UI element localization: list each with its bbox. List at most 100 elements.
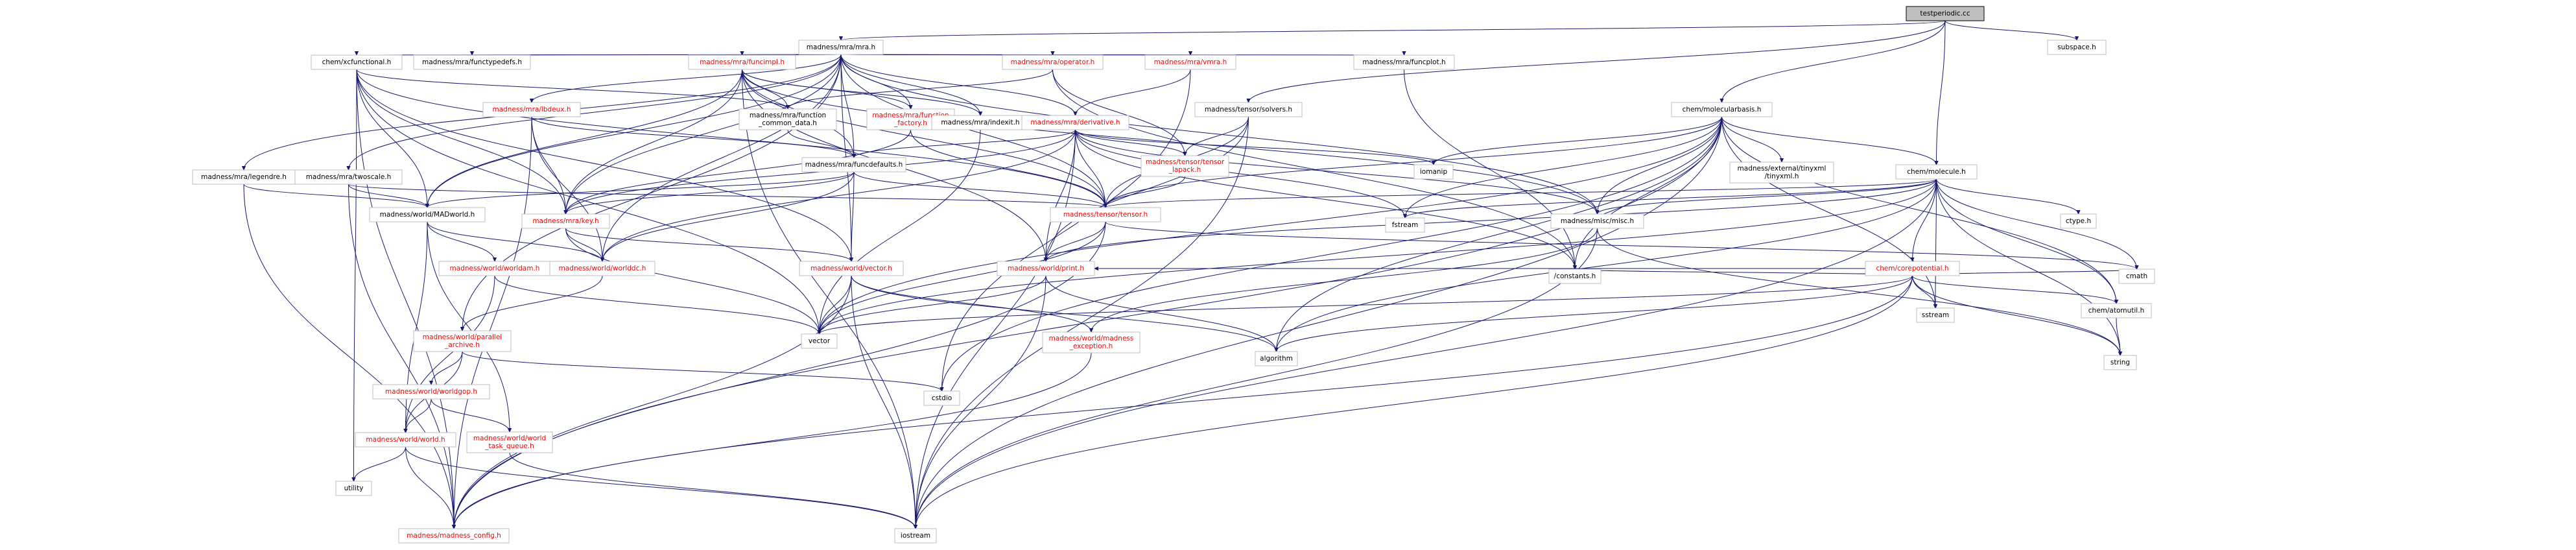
- node-tinyxml[interactable]: madness/external/tinyxml/tinyxml.h: [1729, 161, 1834, 184]
- edge-derivative-to-iostream: [915, 129, 1076, 529]
- edge-molecule-to-string: [1936, 178, 2121, 356]
- node-cstdio[interactable]: cstdio: [923, 390, 960, 406]
- node-functiondata[interactable]: madness/mra/function_common_data.h: [739, 108, 837, 130]
- edge-worldam-to-world: [405, 275, 495, 433]
- node-vector[interactable]: madness/world/vector.h: [799, 261, 904, 276]
- node-algorithm[interactable]: algorithm: [1255, 351, 1298, 366]
- node-box-utility: [335, 481, 372, 496]
- arrowhead-tensor-to-cmath: [2134, 265, 2139, 270]
- node-operator[interactable]: madness/mra/operator.h: [1002, 54, 1104, 70]
- node-indexit[interactable]: madness/mra/indexit.h: [931, 115, 1030, 130]
- node-tensor[interactable]: madness/tensor/tensor.h: [1050, 207, 1161, 222]
- node-box-sstream: [1916, 307, 1955, 323]
- node-world[interactable]: madness/world/world.h: [355, 432, 456, 448]
- edge-tensorlapack-to-tensor: [1105, 176, 1185, 208]
- node-key[interactable]: madness/mra/key.h: [521, 213, 610, 229]
- edge-operator-to-functiondata: [787, 69, 1053, 110]
- node-tensorsolvers[interactable]: madness/tensor/solvers.h: [1194, 102, 1303, 117]
- arrowhead-derivative-to-funcdefaults: [851, 153, 857, 159]
- node-box-functypedefs: [413, 54, 531, 70]
- edge-derivative-to-worlddc: [602, 129, 1076, 262]
- edge-molecularbasis-to-fstream: [1404, 116, 1722, 219]
- arrowhead-vector-to-madexception: [1089, 328, 1094, 333]
- node-label-vmra: madness/mra/vmra.h: [1154, 58, 1227, 66]
- edge-molecule-to-corepotential: [1912, 178, 1937, 262]
- node-twoscale[interactable]: madness/mra/twoscale.h: [294, 169, 403, 185]
- arrowhead-atomutil-to-string: [2118, 351, 2123, 357]
- edge-xcfunc-to-functiondata: [356, 69, 788, 110]
- arrowhead-mra-to-xcfunc: [354, 51, 359, 56]
- node-iostream[interactable]: iostream: [894, 528, 937, 544]
- edge-derivative-to-tensor: [1075, 129, 1106, 208]
- node-fstream[interactable]: fstream: [1385, 217, 1425, 233]
- node-madconfig[interactable]: madness/madness_config.h: [398, 528, 510, 544]
- edge-corepotential-to-iostream: [915, 275, 1913, 529]
- node-mra[interactable]: madness/mra/mra.h: [798, 40, 884, 55]
- edge-atomutil-to-string: [2116, 317, 2121, 356]
- node-madworld[interactable]: madness/world/MADworld.h: [369, 207, 486, 222]
- arrowhead-root-to-mra: [838, 36, 844, 42]
- arrowhead-corepotential-to-print: [1093, 266, 1099, 271]
- edge-derivative-to-fstream: [1075, 129, 1406, 219]
- edge-world-to-madconfig: [405, 446, 455, 529]
- edge-worlddc-to-parallelarchive: [462, 275, 603, 331]
- node-functypedefs[interactable]: madness/mra/functypedefs.h: [413, 54, 531, 70]
- node-iomanip[interactable]: iomanip: [1413, 164, 1454, 180]
- node-constants[interactable]: /constants.h: [1548, 269, 1601, 284]
- node-label-tensorlapack-line2: _lapack.h: [1168, 166, 1201, 174]
- node-lbdeux[interactable]: madness/mra/lbdeux.h: [482, 102, 581, 117]
- edge-mra-to-madworld: [427, 54, 842, 208]
- node-corepotential[interactable]: chem/corepotential.h: [1865, 261, 1960, 276]
- arrowhead-derivative-to-constants: [1572, 265, 1578, 270]
- node-worldam[interactable]: madness/world/worldam.h: [438, 261, 551, 276]
- node-atomutil[interactable]: chem/atomutil.h: [2081, 303, 2152, 318]
- node-box-derivative: [1021, 115, 1129, 130]
- node-print[interactable]: madness/world/print.h: [997, 261, 1095, 276]
- node-ctype[interactable]: ctype.h: [2060, 213, 2097, 229]
- node-utility[interactable]: utility: [335, 481, 372, 496]
- node-parallelarchive[interactable]: madness/world/parallel_archive.h: [413, 330, 512, 352]
- arrowhead-molecule-to-fstream: [1402, 213, 1408, 219]
- node-misc[interactable]: madness/misc/misc.h: [1550, 213, 1644, 229]
- node-box-print: [997, 261, 1095, 276]
- node-label-functionfactory-line1: madness/mra/function: [872, 112, 949, 119]
- node-label-parallelarchive-line2: _archive.h: [444, 341, 480, 349]
- node-label-key: madness/mra/key.h: [532, 217, 598, 225]
- node-xcfunc[interactable]: chem/xcfunctional.h: [311, 54, 403, 70]
- edge-tensorsolvers-to-iostream: [915, 116, 1249, 529]
- node-worldgop[interactable]: madness/world/worldgop.h: [372, 384, 490, 400]
- node-madexception[interactable]: madness/world/madness_exception.h: [1042, 331, 1140, 353]
- node-stdvector[interactable]: vector: [801, 333, 838, 349]
- node-legendre[interactable]: madness/mra/legendre.h: [192, 169, 296, 185]
- node-box-stdvector: [801, 333, 838, 349]
- edge-twoscale-to-tensor: [348, 184, 1106, 208]
- node-funcplot[interactable]: madness/mra/funcplot.h: [1353, 54, 1455, 70]
- node-molecule[interactable]: chem/molecule.h: [1895, 164, 1978, 180]
- node-label-mra: madness/mra/mra.h: [807, 43, 875, 51]
- node-box-molecularbasis: [1671, 102, 1773, 117]
- node-derivative[interactable]: madness/mra/derivative.h: [1021, 115, 1129, 130]
- node-funcimpl[interactable]: madness/mra/funcimpl.h: [688, 54, 796, 70]
- arrowhead-derivative-to-tensorlapack: [1183, 151, 1187, 157]
- edge-madworld-to-world: [405, 221, 428, 433]
- edge-corepotential-to-madconfig: [453, 275, 1913, 529]
- node-sstream[interactable]: sstream: [1916, 307, 1955, 323]
- node-molecularbasis[interactable]: chem/molecularbasis.h: [1671, 102, 1773, 117]
- arrowhead-root-to-tensorsolvers: [1246, 98, 1251, 104]
- node-funcdefaults[interactable]: madness/mra/funcdefaults.h: [801, 157, 906, 173]
- edge-mra-to-twoscale: [348, 54, 842, 171]
- node-box-molecule: [1895, 164, 1978, 180]
- node-worldtaskqueue[interactable]: madness/world/world_task_queue.h: [466, 431, 553, 453]
- arrowhead-tensor-to-print: [1043, 257, 1048, 263]
- node-label-molecule: chem/molecule.h: [1907, 168, 1965, 176]
- node-worlddc[interactable]: madness/world/worlddc.h: [549, 261, 656, 276]
- node-vmra[interactable]: madness/mra/vmra.h: [1144, 54, 1236, 70]
- node-cmath[interactable]: cmath: [2118, 269, 2155, 284]
- node-subspace[interactable]: subspace.h: [2047, 40, 2107, 55]
- edge-operator-to-constants: [1052, 69, 1576, 270]
- node-tensorlapack[interactable]: madness/tensor/tensor_lapack.h: [1140, 155, 1229, 177]
- node-string[interactable]: string: [2103, 355, 2137, 370]
- node-box-key: [521, 213, 610, 229]
- node-label-functypedefs: madness/mra/functypedefs.h: [422, 58, 522, 66]
